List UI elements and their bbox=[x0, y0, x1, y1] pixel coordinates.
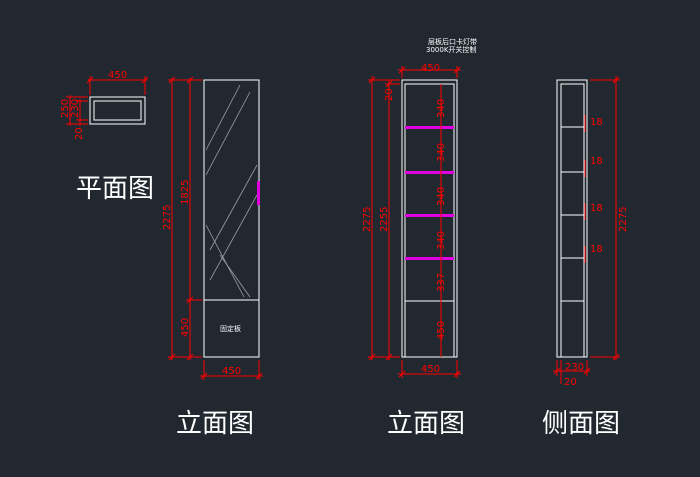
door-handle bbox=[257, 181, 260, 205]
plan-inner-outline bbox=[93, 100, 142, 121]
side-back-label: 20 bbox=[564, 377, 577, 388]
led-strip-1 bbox=[405, 126, 454, 129]
inner-title: 立面图 bbox=[387, 409, 465, 439]
gap-label-4: 340 bbox=[436, 231, 447, 250]
inner-width-bottom-label: 450 bbox=[421, 364, 440, 375]
front-outline bbox=[203, 79, 260, 358]
plan-title: 平面图 bbox=[76, 174, 154, 204]
gap-label-6: 450 bbox=[436, 321, 447, 340]
inner-elevation: 层板后口卡灯带 3000K开关控制 450 450 bbox=[362, 37, 477, 439]
fixed-panel-note: 固定板 bbox=[220, 324, 241, 333]
gap-label-1: 340 bbox=[436, 99, 447, 118]
led-strip-4 bbox=[405, 257, 454, 260]
inner-inner-height-label: 2255 bbox=[379, 207, 390, 232]
glass-hatch bbox=[205, 84, 258, 298]
side-cavity bbox=[560, 83, 585, 358]
side-total-height-label: 2275 bbox=[618, 207, 629, 232]
inner-total-height-label: 2275 bbox=[362, 207, 373, 232]
led-strip-2 bbox=[405, 171, 454, 174]
plan-view: 450 250 230 20 平面图 bbox=[60, 70, 154, 204]
gap-label-2: 340 bbox=[436, 143, 447, 162]
shelf-thickness-1: 18 bbox=[590, 117, 603, 128]
front-title: 立面图 bbox=[176, 409, 254, 439]
side-view: 18 18 18 18 2275 230 20 侧面图 bbox=[542, 76, 629, 439]
plan-width-label: 450 bbox=[108, 70, 127, 81]
gap-label-3: 340 bbox=[436, 187, 447, 206]
inner-width-top-label: 450 bbox=[421, 63, 440, 74]
gap-label-5: 337 bbox=[436, 273, 447, 292]
inner-outline bbox=[401, 79, 458, 358]
plan-back-label: 20 bbox=[74, 127, 85, 140]
plan-inner-label: 230 bbox=[70, 99, 81, 118]
shelf-thickness-2: 18 bbox=[590, 156, 603, 167]
front-total-height-label: 2275 bbox=[162, 205, 173, 230]
front-width-label: 450 bbox=[222, 366, 241, 377]
side-depth-label: 230 bbox=[565, 362, 584, 373]
front-elevation: 固定板 450 2275 1825 450 立面图 bbox=[162, 76, 263, 439]
front-lower-height-label: 450 bbox=[180, 318, 191, 337]
plan-depth-label: 250 bbox=[60, 99, 71, 118]
inner-top-gap-label: 20 bbox=[384, 88, 395, 101]
led-strip-3 bbox=[405, 214, 454, 217]
inner-cavity bbox=[404, 83, 455, 358]
plan-outline bbox=[89, 96, 146, 125]
shelf-thickness-4: 18 bbox=[590, 244, 603, 255]
side-title: 侧面图 bbox=[542, 409, 620, 439]
front-upper-height-label: 1825 bbox=[180, 180, 191, 205]
light-note-line1: 层板后口卡灯带 bbox=[428, 37, 477, 46]
shelf-thickness-3: 18 bbox=[590, 203, 603, 214]
light-note-line2: 3000K开关控制 bbox=[426, 45, 476, 54]
